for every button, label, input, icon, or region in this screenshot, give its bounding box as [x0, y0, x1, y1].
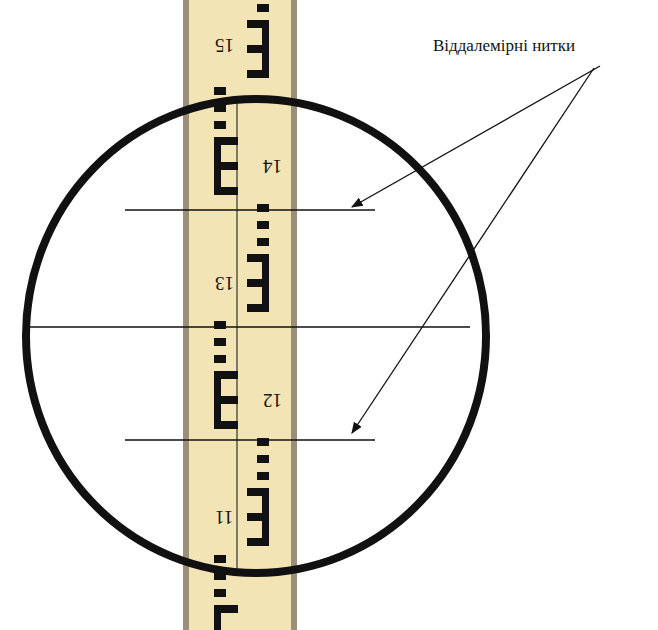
levelling-rod	[183, 0, 297, 630]
rod-edge	[291, 0, 297, 630]
rod-number: 15	[215, 36, 234, 55]
rod-number: 12	[263, 391, 282, 410]
callout-label: Віддалемірні нитки	[433, 36, 575, 56]
stadia-hair	[125, 209, 375, 210]
rod-number: 11	[215, 508, 233, 527]
rod-number: 13	[215, 274, 234, 293]
rod-graduation	[214, 0, 269, 630]
middle-hair	[26, 326, 470, 327]
rod-edge	[183, 0, 189, 630]
leader-arrow	[352, 66, 600, 207]
stadia-hair	[125, 439, 375, 440]
rod-number: 14	[263, 157, 282, 176]
leader-arrow	[352, 68, 594, 433]
vertical-hair	[237, 100, 238, 572]
